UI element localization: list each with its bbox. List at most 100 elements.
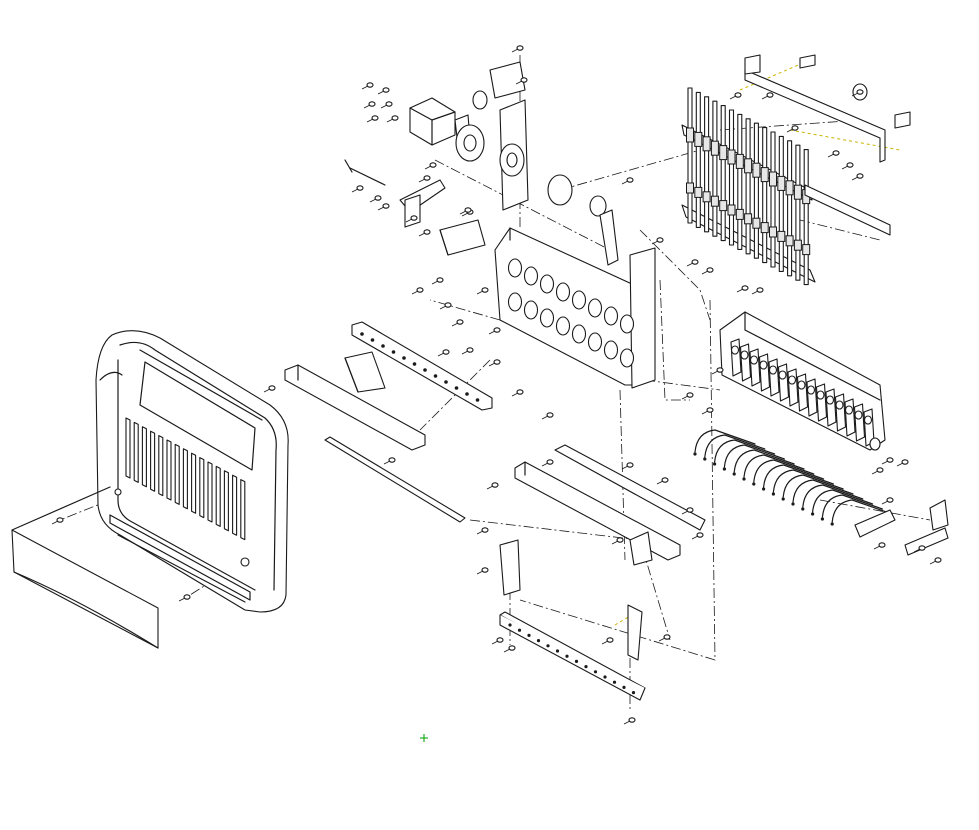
hook-tip — [703, 457, 707, 461]
thread-guide-rail — [351, 321, 493, 411]
cover-bottom-panel — [11, 486, 159, 649]
hook-tip — [742, 477, 746, 481]
screw-head — [706, 407, 714, 413]
thread-hook — [802, 484, 864, 508]
hook-tip — [722, 467, 727, 471]
frame-hole — [619, 314, 635, 334]
screw-shank — [729, 95, 737, 100]
needle-bar — [778, 135, 784, 272]
screw-shank — [873, 545, 881, 550]
needle-bar-collar — [769, 226, 777, 238]
screw-head — [546, 459, 554, 465]
needle-bar — [728, 109, 735, 246]
tension-plate — [768, 358, 780, 397]
screw-head — [56, 517, 64, 523]
screw-head — [429, 162, 437, 168]
bottom-hole — [612, 680, 617, 684]
cover-slot — [150, 430, 156, 492]
screw-shank — [380, 104, 388, 109]
screw-head — [508, 645, 516, 651]
cover-slot — [125, 417, 131, 479]
screw-head — [444, 302, 452, 308]
screw-shank — [841, 165, 849, 170]
screw-head — [371, 115, 379, 121]
screw-shank — [913, 548, 921, 553]
tension-plate — [739, 343, 752, 382]
tension-disc — [835, 400, 844, 410]
bottom-hole — [546, 644, 550, 648]
screw-shank — [623, 720, 631, 725]
needle-bar-row — [686, 87, 811, 286]
screw-shank — [377, 90, 385, 95]
tension-disc — [778, 370, 787, 380]
thread-clamp-rod — [324, 436, 466, 523]
screw-head — [516, 45, 524, 51]
screw-head — [423, 229, 431, 235]
needle-bar-clamp — [769, 171, 777, 187]
screw-shank — [488, 330, 496, 335]
needle-bar-collar — [802, 244, 811, 256]
screw-head — [385, 101, 393, 107]
needle-bar-clamp — [735, 153, 744, 169]
tension-plate — [787, 368, 799, 407]
screw-shank — [541, 462, 549, 467]
screw-head — [481, 567, 489, 573]
frame-hole — [619, 348, 635, 368]
screw-head — [493, 327, 501, 333]
screw-head — [516, 389, 524, 395]
screw-shank — [431, 280, 439, 285]
screw-head — [382, 203, 390, 209]
screw-shank — [511, 48, 519, 53]
screw-head — [886, 497, 894, 503]
needle-bar-collar — [777, 230, 786, 242]
thread-hook — [704, 434, 766, 458]
screw-head — [918, 545, 926, 551]
needle-bar-clamp — [744, 158, 753, 174]
screw-head — [481, 287, 489, 293]
main-frame-plate — [494, 227, 656, 389]
tension-disc — [730, 345, 740, 355]
screw-head — [934, 557, 942, 563]
screw-head — [846, 162, 854, 168]
cover-slot — [158, 435, 164, 497]
tension-plate — [796, 373, 809, 412]
screw-head — [491, 482, 499, 488]
screw-head — [741, 285, 749, 291]
screw-head — [856, 173, 864, 179]
screw-shank — [827, 153, 835, 158]
thread-hook — [753, 459, 815, 483]
needle-bar-clamp — [777, 175, 786, 191]
cover-slot-row — [125, 417, 246, 541]
rail-hole — [360, 332, 364, 336]
screw-shank — [488, 362, 496, 367]
screw-shank — [621, 180, 629, 185]
needle-bar — [745, 118, 751, 255]
screw-head — [626, 462, 634, 468]
needle-bar-collar — [752, 217, 761, 229]
top-rail-bracket — [744, 54, 911, 236]
screw-shank — [881, 460, 889, 465]
frame-hole — [555, 282, 571, 302]
screw-shank — [761, 95, 769, 100]
screw-shank — [476, 290, 484, 295]
screw-shank — [651, 240, 659, 245]
cover-slot — [199, 457, 205, 519]
motor-bracket — [489, 61, 619, 266]
needle-bar — [712, 100, 718, 237]
needle-bar — [762, 127, 768, 264]
tension-plate — [777, 363, 790, 402]
needle-bar-clamp — [793, 184, 802, 200]
hook-tip — [830, 522, 834, 526]
screw-shank — [366, 118, 374, 123]
screw-head — [183, 594, 191, 600]
bottom-hole — [555, 649, 560, 653]
needle-bar-collar — [793, 239, 802, 251]
screw-head — [878, 542, 886, 548]
screw-head — [734, 92, 742, 98]
needle-bar — [695, 91, 701, 228]
screw-head — [366, 82, 374, 88]
needle-bar-clamp — [752, 162, 761, 178]
screw-shank — [658, 637, 666, 642]
screw-shank — [786, 128, 794, 133]
